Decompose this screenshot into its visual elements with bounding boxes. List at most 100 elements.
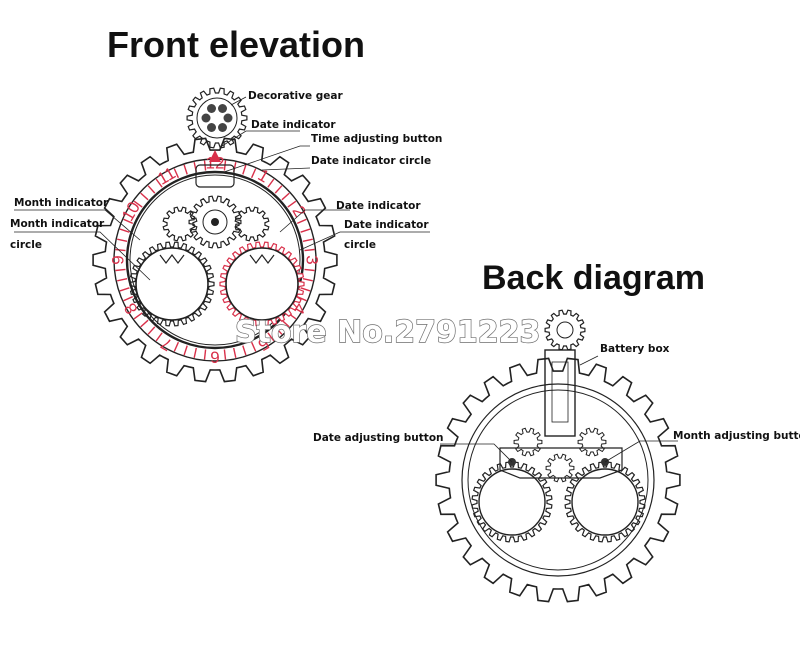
- back-month-gear: [471, 461, 553, 543]
- dial-tick: [296, 295, 307, 302]
- label-month-indicator-circle-2: circle: [10, 239, 42, 251]
- decorative-gear-hole: [201, 113, 211, 123]
- dial-tick: [155, 178, 163, 188]
- label-month-adjusting-button: Month adjusting button: [673, 430, 800, 442]
- label-decorative-gear: Decorative gear: [248, 90, 344, 102]
- back-date-gear: [564, 461, 646, 543]
- dial-tick: [274, 185, 283, 194]
- label-month-indicator-circle: Month indicator: [10, 218, 105, 230]
- dial-tick: [115, 248, 126, 252]
- decorative-gear-inner: [196, 97, 238, 139]
- back-right-window: [571, 468, 639, 536]
- battery-box: [544, 349, 576, 437]
- dial-tick: [304, 248, 315, 252]
- time-adjusting-button: [195, 164, 235, 188]
- dial-tick: [302, 278, 313, 282]
- back-gear-left: [513, 427, 543, 457]
- date-indicator-ticks: [115, 160, 315, 360]
- date-window: [225, 247, 299, 321]
- month-pointer: [159, 254, 185, 264]
- date-pointer: [249, 254, 275, 264]
- decorative-gear-hole: [207, 123, 216, 132]
- front-elevation-title: Front elevation: [107, 24, 365, 65]
- dial-tick: [233, 347, 237, 358]
- month-window: [135, 247, 209, 321]
- back-plate: [499, 447, 623, 479]
- front-dial-ring-inner: [129, 174, 301, 346]
- back-outer-gear: [435, 357, 681, 603]
- dial-tick: [119, 287, 130, 292]
- month-indicator-circle: [129, 241, 215, 327]
- dial-tick: [123, 295, 134, 302]
- dial-tick: [281, 319, 290, 328]
- dial-tick: [173, 341, 180, 352]
- date-gear: [234, 206, 270, 242]
- center-gear: [188, 195, 242, 249]
- dial-tick: [250, 168, 257, 179]
- decorative-gear-hole: [223, 113, 233, 123]
- dial-tick: [267, 178, 275, 188]
- dial-tick: [133, 200, 143, 208]
- dial-tick: [242, 345, 247, 356]
- dial-tick: [140, 192, 149, 201]
- label-battery-box: Battery box: [600, 343, 670, 355]
- dial-tick: [250, 341, 257, 352]
- store-watermark: Store No.2791223: [235, 315, 540, 350]
- date-indicator-circle: [219, 241, 305, 327]
- back-top-gear-hub: [556, 321, 574, 339]
- dial-tick: [183, 345, 188, 356]
- front-outer-gear: [92, 137, 338, 383]
- dial-tick: [117, 238, 128, 242]
- date-indicator-pointer: [209, 150, 221, 162]
- dial-tick: [173, 168, 180, 179]
- back-top-gear: [544, 309, 586, 351]
- dial-tick: [123, 218, 134, 225]
- dial-tick: [140, 319, 149, 328]
- front-leaders: [14, 96, 430, 281]
- dial-tick: [193, 347, 197, 358]
- dial-tick: [302, 238, 313, 242]
- dial-tick: [304, 268, 315, 272]
- dial-tick: [242, 164, 247, 175]
- back-inner-ring: [461, 383, 655, 577]
- dial-tick: [296, 218, 307, 225]
- dial-tick: [183, 164, 188, 175]
- center-gear-hub: [202, 209, 228, 235]
- label-time-adjusting-button: Time adjusting button: [311, 133, 442, 145]
- dial-tick: [147, 185, 156, 194]
- label-month-indicator: Month indicator: [14, 197, 109, 209]
- back-leaders: [440, 355, 678, 463]
- clock-number: 9: [108, 255, 127, 264]
- month-gear: [162, 206, 198, 242]
- label-date-indicator-circle-right: Date indicator: [344, 219, 429, 231]
- dial-tick: [274, 326, 283, 335]
- dial-tick: [281, 192, 290, 201]
- label-date-indicator-top: Date indicator: [251, 119, 336, 131]
- dial-tick: [203, 349, 207, 360]
- decorative-gear-hole: [207, 104, 216, 113]
- dial-tick: [155, 332, 163, 342]
- back-left-window: [478, 468, 546, 536]
- decorative-gear-hole: [218, 104, 227, 113]
- label-date-adjusting-button: Date adjusting button: [313, 432, 444, 444]
- dial-tick: [300, 287, 311, 292]
- back-gear-right: [577, 427, 607, 457]
- dial-tick: [115, 268, 126, 272]
- dial-tick: [287, 200, 297, 208]
- back-inner-ring-2: [467, 389, 649, 571]
- dial-tick: [223, 349, 227, 360]
- dial-tick: [119, 228, 130, 233]
- back-diagram-title: Back diagram: [482, 259, 705, 297]
- dial-tick: [267, 332, 275, 342]
- center-gear-pin: [211, 218, 219, 226]
- clock-number: 12: [206, 153, 225, 172]
- clock-number: 3: [303, 255, 322, 264]
- label-date-indicator-circle-top: Date indicator circle: [311, 155, 431, 167]
- decorative-gear-hole: [218, 123, 227, 132]
- dial-tick: [117, 278, 128, 282]
- dial-tick: [300, 228, 311, 233]
- label-date-indicator-right: Date indicator: [336, 200, 421, 212]
- decorative-gear: [186, 87, 248, 149]
- decorative-gear-holes: [201, 104, 233, 132]
